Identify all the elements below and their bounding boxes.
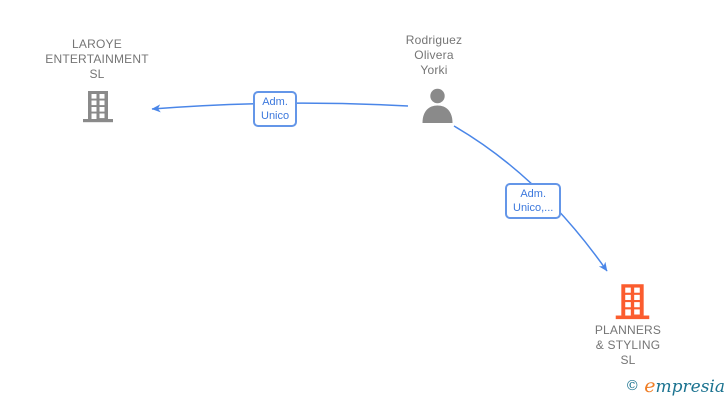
edge-label-adm-unico[interactable]: Adm. Unico	[253, 91, 298, 127]
node-label-line: SL	[89, 67, 105, 81]
node-label-line: & STYLING	[595, 338, 661, 352]
node-label-line: SL	[620, 353, 636, 367]
empresia-wordmark: empresia	[644, 375, 725, 397]
building-icon	[615, 284, 650, 320]
edge-label-adm-unico-truncated[interactable]: Adm. Unico,...	[505, 183, 562, 219]
node-rodriguez-olivera-yorki[interactable]: Rodriguez Olivera Yorki	[370, 0, 500, 130]
empresia-logo: © empresia	[625, 375, 725, 397]
node-laroye-entertainment[interactable]: LAROYE ENTERTAINMENT SL	[0, 0, 200, 130]
node-planners-styling[interactable]: PLANNERS & STYLING SL	[555, 275, 705, 375]
empresia-initial: e	[644, 375, 656, 397]
node-laroye-label: LAROYE ENTERTAINMENT SL	[17, 37, 177, 82]
edge-label-line: Unico,...	[513, 202, 554, 214]
edge-label-line: Adm.	[262, 96, 288, 108]
node-planners-label: PLANNERS & STYLING SL	[558, 323, 698, 368]
node-label-line: ENTERTAINMENT	[45, 52, 149, 66]
node-label-line: PLANNERS	[594, 323, 662, 337]
building-icon	[83, 91, 113, 123]
edge-label-line: Unico	[261, 110, 290, 122]
edge-label-line: Adm.	[520, 188, 547, 200]
empresia-rest: mpresia	[655, 377, 726, 397]
node-rodriguez-label: Rodriguez Olivera Yorki	[374, 33, 494, 78]
node-label-line: LAROYE	[72, 37, 122, 51]
node-label-line: Olivera	[414, 48, 454, 62]
person-icon	[422, 88, 453, 123]
copyright-icon: ©	[625, 378, 640, 394]
node-label-line: Yorki	[420, 63, 448, 77]
node-label-line: Rodriguez	[405, 33, 463, 47]
